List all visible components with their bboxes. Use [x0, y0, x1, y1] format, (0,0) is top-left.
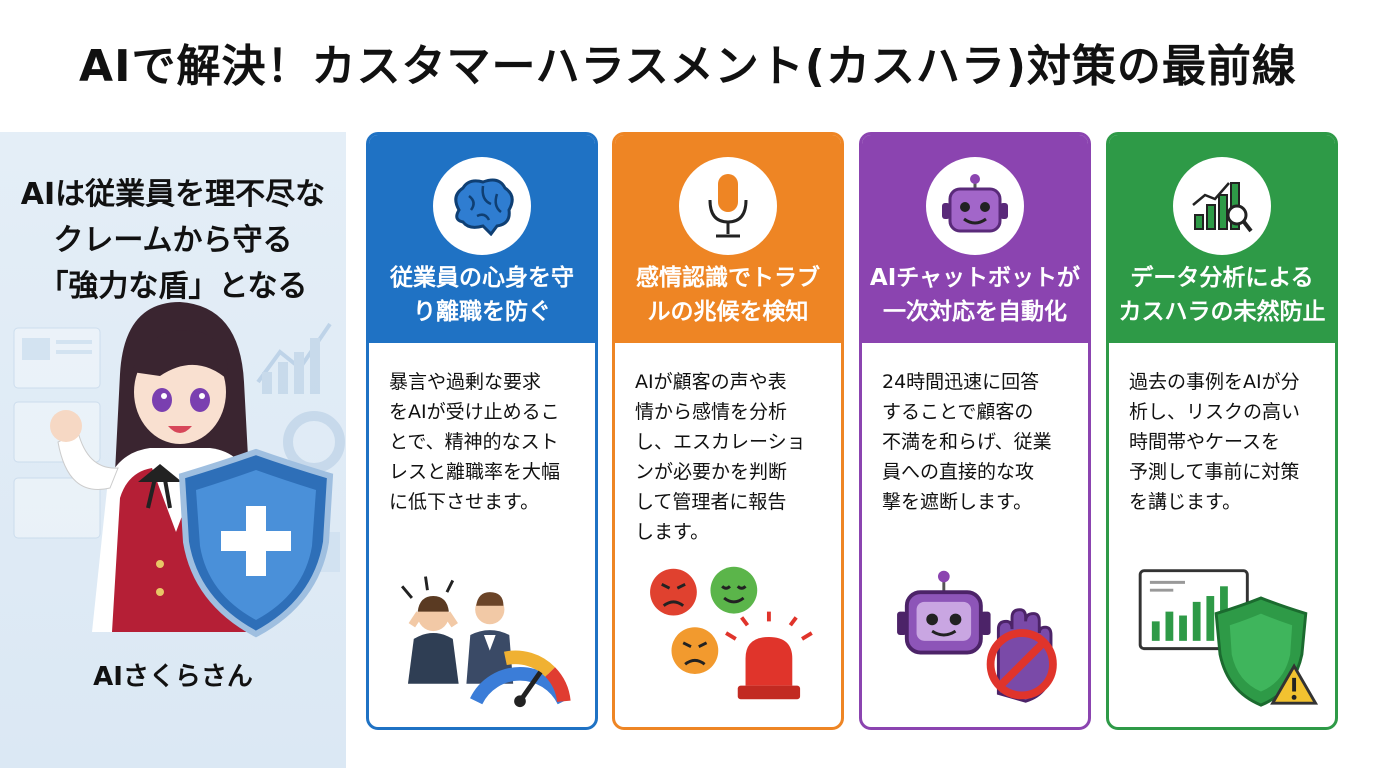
card-body-line: し、エスカレーショ	[635, 431, 806, 453]
card-body-line: をAIが受け止めるこ	[389, 401, 560, 423]
card-data-analysis: データ分析による カスハラの未然防止 過去の事例をAIが分 析し、リスクの高い …	[1106, 132, 1338, 730]
stressed-workers-gauge-icon	[400, 576, 571, 708]
card-body-line: とで、精神的なスト	[389, 431, 559, 453]
card-emotion-recognition: 感情認識でトラブ ルの兆候を検知 AIが顧客の声や表 情から感情を分析 し、エス…	[612, 132, 844, 730]
microphone-icon	[679, 157, 777, 255]
character-name: AIさくらさん	[93, 662, 253, 692]
card-chatbot-automation: AIチャットボットが 一次対応を自動化 24時間迅速に回答 することで顧客の 不…	[859, 132, 1091, 730]
chart-shield-warning-icon	[1138, 569, 1319, 707]
card-body: 過去の事例をAIが分 析し、リスクの高い 時間帯やケースを 予測して事前に対策 …	[1129, 367, 1329, 517]
card-title: 感情認識でトラブ ルの兆候を検知	[615, 261, 841, 329]
card-body-line: 員への直接的な攻	[882, 461, 1035, 483]
chart-magnifier-icon	[1173, 157, 1271, 255]
card-title: 従業員の心身を守 り離職を防ぐ	[369, 261, 595, 329]
card-title-line: データ分析による	[1130, 265, 1314, 291]
character-illustration	[13, 302, 345, 638]
card-title-line: り離職を防ぐ	[413, 299, 551, 325]
card-body-line: AIが顧客の声や表	[635, 371, 787, 393]
card-header: 従業員の心身を守 り離職を防ぐ	[369, 135, 595, 343]
card-body-line: に低下させます。	[389, 491, 540, 513]
card-title-line: ルの兆候を検知	[647, 299, 809, 325]
card-body-line: 不満を和らげ、従業	[882, 431, 1052, 453]
card-body-line: 暴言や過剰な要求	[389, 371, 542, 393]
headline-line: クレームから守る	[53, 223, 293, 258]
card-title-line: AIチャットボットが	[869, 265, 1081, 291]
card-body-line: 過去の事例をAIが分	[1129, 371, 1300, 393]
card-body-line: レスと離職率を大幅	[389, 461, 561, 483]
card-title: データ分析による カスハラの未然防止	[1109, 261, 1335, 329]
card-body-line: 24時間迅速に回答	[882, 371, 1040, 393]
robot-icon	[926, 157, 1024, 255]
card-body-line: 析し、リスクの高い	[1129, 401, 1301, 423]
card-header: AIチャットボットが 一次対応を自動化	[862, 135, 1088, 343]
card-body-line: 時間帯やケースを	[1129, 431, 1281, 453]
card-body-line: 撃を遮断します。	[882, 491, 1033, 513]
card-header: データ分析による カスハラの未然防止	[1109, 135, 1335, 343]
robot-stop-hand-icon	[897, 570, 1057, 703]
card-body-line: することで顧客の	[882, 401, 1034, 423]
card-body-line: して管理者に報告	[635, 491, 787, 513]
left-headline: AIは従業員を理不尽な クレームから守る 「強力な盾」となる	[0, 172, 346, 310]
card-body: AIが顧客の声や表 情から感情を分析 し、エスカレーショ ンが必要かを判断 して…	[635, 367, 835, 547]
card-body: 24時間迅速に回答 することで顧客の 不満を和らげ、従業 員への直接的な攻 撃を…	[882, 367, 1082, 517]
headline-line: 「強力な盾」となる	[38, 269, 308, 304]
card-title-line: 一次対応を自動化	[883, 299, 1067, 325]
brain-icon	[433, 157, 531, 255]
card-body-line: を講じます。	[1129, 491, 1242, 513]
card-body-line: 情から感情を分析	[635, 401, 788, 423]
shield-plus-icon	[178, 448, 334, 638]
card-body-line: します。	[635, 521, 710, 543]
headline-line: AIは従業員を理不尽な	[20, 177, 326, 212]
left-panel: AIは従業員を理不尽な クレームから守る 「強力な盾」となる	[0, 132, 346, 768]
card-title-line: 感情認識でトラブ	[636, 265, 820, 291]
card-title: AIチャットボットが 一次対応を自動化	[862, 261, 1088, 329]
emotion-faces-alarm-icon	[650, 566, 813, 700]
card-body-line: 予測して事前に対策	[1129, 461, 1300, 483]
card-title-line: カスハラの未然防止	[1118, 299, 1326, 325]
card-header: 感情認識でトラブ ルの兆候を検知	[615, 135, 841, 343]
card-title-line: 従業員の心身を守	[390, 265, 574, 291]
card-body: 暴言や過剰な要求 をAIが受け止めるこ とで、精神的なスト レスと離職率を大幅 …	[389, 367, 589, 517]
card-employee-protection: 従業員の心身を守 り離職を防ぐ 暴言や過剰な要求 をAIが受け止めるこ とで、精…	[366, 132, 598, 730]
page-title: AIで解決！カスタマーハラスメント(カスハラ)対策の最前線	[79, 41, 1297, 92]
card-body-line: ンが必要かを判断	[635, 461, 788, 483]
